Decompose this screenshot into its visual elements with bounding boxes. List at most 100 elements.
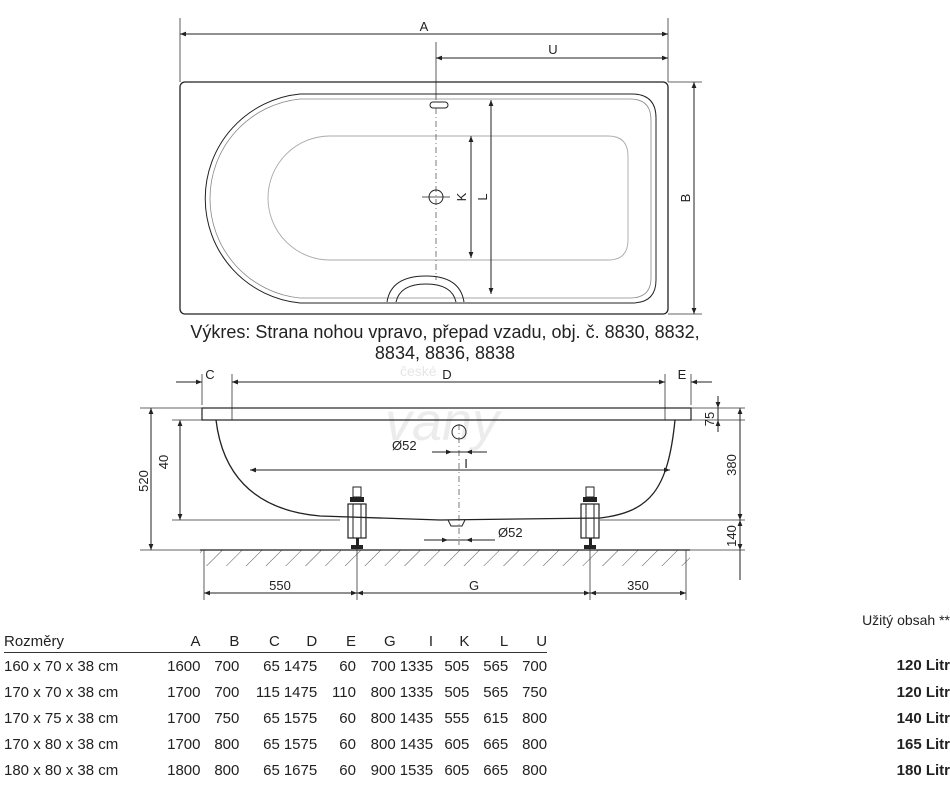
tub-basin-outline — [204, 93, 657, 304]
cell: 750 — [522, 683, 548, 701]
cell: 1800 — [167, 761, 201, 779]
volume-cell: 120 Litr — [896, 657, 950, 675]
cell: 700 — [370, 657, 396, 675]
cell: 700 — [214, 683, 240, 701]
cell: 65 — [263, 709, 280, 727]
tub-bottom-area — [267, 135, 629, 261]
table-row: 180 x 80 x 38 cm 1800 800 65 1675 60 900… — [4, 757, 950, 783]
drawing-caption-line1: Výkres: Strana nohou vpravo, přepad vzad… — [190, 322, 700, 342]
header-volume: Užitý obsah ** — [862, 612, 950, 628]
cell: 800 — [370, 683, 396, 701]
volume-cell: 165 Litr — [896, 735, 950, 753]
cell: 115 — [255, 683, 280, 701]
tub-body-side — [215, 419, 676, 521]
cell: 65 — [263, 735, 280, 753]
cell: 800 — [370, 709, 396, 727]
row-label: 170 x 75 x 38 cm — [4, 709, 119, 727]
label-l: L — [475, 193, 490, 200]
cell: 1700 — [167, 709, 201, 727]
cell: 1700 — [167, 683, 201, 701]
cell: 1600 — [167, 657, 201, 675]
overflow-top — [429, 101, 449, 109]
table-row: 160 x 70 x 38 cm 1600 700 65 1475 60 700… — [4, 653, 950, 680]
watermark-line2: vany — [385, 392, 502, 452]
watermark-line1: české — [400, 363, 437, 379]
cell: 700 — [214, 657, 240, 675]
header-col: K — [433, 624, 470, 653]
volume-cell: 180 Litr — [896, 761, 950, 779]
cell: 665 — [483, 735, 509, 753]
header-rozmery: Rozměry — [4, 624, 158, 653]
cell: 60 — [339, 735, 356, 753]
label-a: A — [420, 19, 429, 34]
row-label: 170 x 70 x 38 cm — [4, 683, 119, 701]
table-row: 170 x 80 x 38 cm 1700 800 65 1575 60 800… — [4, 731, 950, 757]
tub-rim-side — [201, 407, 692, 421]
table-row: 170 x 70 x 38 cm 1700 700 115 1475 110 8… — [4, 679, 950, 705]
cell: 565 — [483, 683, 509, 701]
label-c: C — [205, 367, 214, 382]
cell: 615 — [483, 709, 509, 727]
cell: 800 — [522, 735, 548, 753]
cell: 1335 — [399, 683, 434, 701]
header-col: D — [279, 624, 318, 653]
cell: 505 — [444, 683, 470, 701]
label-i: I — [464, 456, 468, 471]
row-label: 170 x 80 x 38 cm — [4, 735, 119, 753]
tub-outline-top — [179, 81, 669, 315]
header-col: B — [200, 624, 240, 653]
dim-depth-inner: 40 — [156, 455, 171, 469]
cell: 605 — [444, 735, 470, 753]
dim-overflow-diameter: Ø52 — [392, 438, 417, 453]
cell: 60 — [339, 657, 356, 675]
seat-recess — [386, 275, 465, 303]
cell: 565 — [483, 657, 509, 675]
cell: 60 — [339, 761, 356, 779]
label-b: B — [678, 194, 693, 203]
header-col: U — [508, 624, 548, 653]
label-e: E — [678, 367, 687, 382]
cell: 750 — [214, 709, 240, 727]
side-view: české vany C D E Ø52 Ø52 — [136, 363, 745, 600]
dim-left-offset: 550 — [269, 578, 291, 593]
cell: 800 — [522, 761, 548, 779]
dim-drain-diameter: Ø52 — [498, 525, 523, 540]
header-col: G — [355, 624, 396, 653]
drawing-caption-line2: 8834, 8836, 8838 — [374, 343, 516, 363]
cell: 1435 — [399, 735, 434, 753]
cell: 505 — [444, 657, 470, 675]
label-g: G — [469, 578, 479, 593]
cell: 1475 — [283, 683, 318, 701]
dim-feet: 140 — [724, 525, 739, 547]
volume-cell: 140 Litr — [896, 709, 950, 727]
cell: 1535 — [399, 761, 434, 779]
label-u: U — [548, 42, 557, 57]
cell: 65 — [263, 761, 280, 779]
volume-cell: 120 Litr — [896, 683, 950, 701]
cell: 65 — [263, 657, 280, 675]
cell: 665 — [483, 761, 509, 779]
foot-left — [347, 486, 367, 549]
dim-rim: 75 — [702, 412, 717, 426]
cell: 1575 — [283, 709, 318, 727]
row-label: 160 x 70 x 38 cm — [4, 657, 119, 675]
cell: 800 — [214, 761, 240, 779]
drain-outlet-side — [447, 519, 466, 527]
cell: 800 — [370, 735, 396, 753]
dimensions-table: Rozměry A B C D E G I K L U Užitý obsah … — [4, 612, 950, 783]
cell: 605 — [444, 761, 470, 779]
dim-height-total: 520 — [136, 470, 151, 492]
header-col: C — [239, 624, 280, 653]
top-view: A U B K L — [179, 18, 702, 315]
header-col: L — [469, 624, 509, 653]
cell: 800 — [522, 709, 548, 727]
header-col: A — [157, 624, 201, 653]
cell: 800 — [214, 735, 240, 753]
header-col: E — [317, 624, 356, 653]
cell: 700 — [522, 657, 548, 675]
cell: 1675 — [283, 761, 318, 779]
cell: 1435 — [399, 709, 434, 727]
foot-right — [580, 486, 600, 549]
label-k: K — [454, 192, 469, 201]
cell: 555 — [444, 709, 470, 727]
